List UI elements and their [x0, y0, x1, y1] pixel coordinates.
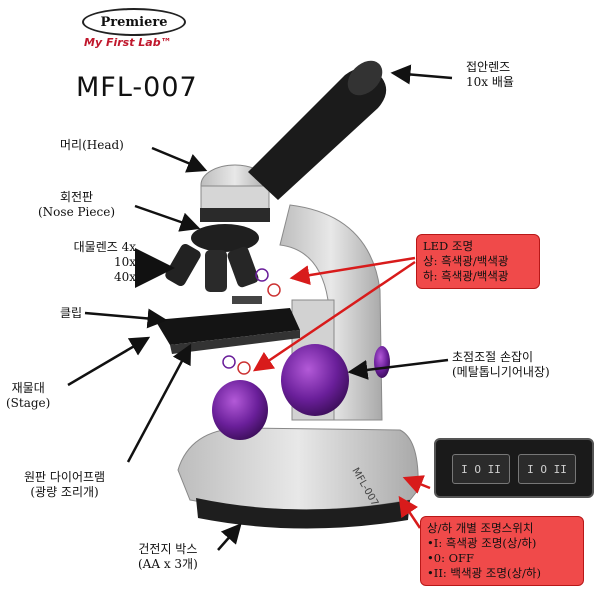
clip-label: 클립 [60, 306, 83, 320]
upper-switch[interactable]: I O II [452, 454, 510, 484]
diaphragm-label: 원판 다이어프램(광량 조리개) [24, 470, 106, 499]
model-title: MFL-007 [76, 72, 198, 103]
lower-led-knob [212, 344, 390, 440]
switch-ii: •II: 백색광 조명(상/하) [427, 566, 541, 580]
switch-o: •0: OFF [427, 551, 475, 565]
stage [155, 296, 300, 354]
stage-label: 재물대(Stage) [6, 381, 51, 410]
led-upper: 상: 흑색광/백색광 [423, 254, 509, 268]
objectives [165, 224, 259, 292]
led-info-box: LED 조명 상: 흑색광/백색광 하: 흑색광/백색광 [416, 234, 540, 289]
eyepiece-tube [248, 60, 387, 200]
switch-i: •I: 흑색광 조명(상/하) [427, 536, 537, 550]
head-label: 머리(Head) [60, 138, 124, 152]
nosepiece-label: 회전판(Nose Piece) [38, 190, 115, 219]
switch-panel: I O II I O II [434, 438, 594, 498]
base [177, 427, 419, 529]
bulb-icons [222, 268, 281, 375]
label-arrows [67, 64, 453, 551]
logo-line: My First Lab™ [84, 36, 172, 49]
head [200, 164, 270, 222]
led-title: LED 조명 [423, 239, 474, 253]
switch-info-box: 상/하 개별 조명스위치 •I: 흑색광 조명(상/하) •0: OFF •II… [420, 516, 584, 586]
logo-brand: Premiere [82, 8, 186, 36]
led-lower: 하: 흑색광/백색광 [423, 269, 509, 283]
switch-title: 상/하 개별 조명스위치 [427, 521, 534, 535]
battery-label: 건전지 박스(AA x 3개) [138, 542, 198, 571]
red-arrows [252, 256, 431, 529]
lower-switch[interactable]: I O II [518, 454, 576, 484]
focus-label: 초점조절 손잡이(메탈톱니기어내장) [452, 350, 550, 379]
